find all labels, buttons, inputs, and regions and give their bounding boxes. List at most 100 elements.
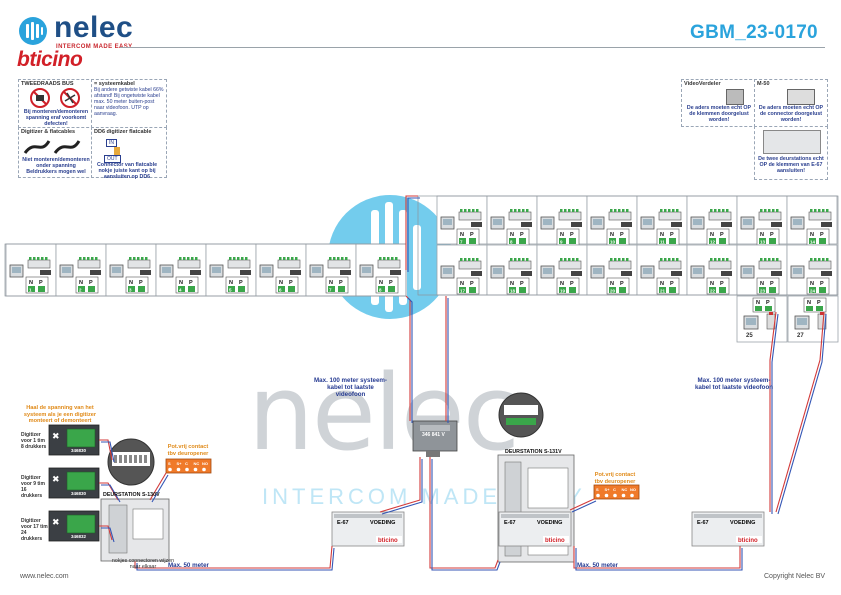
right-top-unit-2-n-label: N: [510, 232, 514, 238]
right-bottom-unit-1-connector: [458, 260, 482, 270]
right-top-unit-6-jumper: [721, 222, 732, 227]
left-unit-2-p-term: [88, 286, 95, 292]
right-top-unit-6-pin: [710, 209, 713, 212]
digitizer-2-code: 346830: [71, 491, 87, 496]
right-top-unit-8-number: 14: [810, 240, 816, 245]
right-bottom-unit-2-pin: [522, 258, 525, 261]
right-top-unit-6-n-label: N: [710, 232, 714, 238]
right-bottom-unit-3-connector: [558, 260, 582, 270]
right-top-unit-8-pin: [810, 209, 813, 212]
wire-relay2-ds2-blue: [571, 500, 597, 513]
digitizer3-label: Digitizer voor 17 tim 24 drukkers: [21, 518, 48, 542]
right-top-unit-6-p-term: [719, 238, 726, 244]
right-block-frame: [417, 195, 839, 296]
psu2-model: E-67: [504, 520, 516, 526]
right-bottom-unit-3-pin: [576, 258, 579, 261]
right-top-unit-6-number: 12: [710, 240, 716, 245]
left-unit-2-n-label: N: [79, 280, 83, 286]
left-unit-8-number: 8: [379, 288, 382, 293]
right-bottom-unit-1-number: 17: [460, 289, 466, 294]
wire-left-to-right-blue: [407, 197, 420, 272]
right-top-unit-7-pin: [760, 209, 763, 212]
left-unit-4-number: 4: [179, 288, 182, 293]
left-unit-7-pin: [337, 257, 340, 260]
relay-1-screw: [185, 467, 189, 472]
relay-2-screw: [613, 493, 617, 498]
wire-digitizer2-red: [99, 482, 119, 501]
right-top-unit-4-n-label: N: [610, 232, 614, 238]
left-unit-1-number: 1: [29, 288, 32, 293]
psu-mini: [763, 130, 821, 154]
wire-ds1-psu1-red: [134, 545, 333, 569]
right-bottom-unit-5-jumper: [671, 271, 682, 276]
doorstation-1-panel: [108, 504, 128, 554]
wire-ds1-psu1-blue: [136, 547, 335, 571]
right-top-unit-4-n-term: [609, 238, 616, 244]
relay-1-terminal-NO: NO: [202, 461, 208, 466]
digitizer-2-x-icon: ✖: [52, 475, 60, 485]
left-unit-4-p-term: [188, 286, 195, 292]
doorstation-1-module: [132, 508, 164, 540]
left-unit-3-pin: [137, 257, 140, 260]
right-bottom-unit-1-jumper: [471, 271, 482, 276]
right-bottom-unit-8-p-label: P: [820, 281, 824, 287]
left-unit-8-pin: [383, 257, 386, 260]
right-bottom-unit-1-p-label: P: [470, 281, 474, 287]
right-bottom-unit-3-p-term: [569, 287, 576, 293]
left-unit-4-p-label: P: [189, 280, 193, 286]
left-unit-1-pin: [37, 257, 40, 260]
right-bottom-unit-2-number: 18: [510, 289, 516, 294]
left-unit-2-n-term: [78, 286, 85, 292]
brand-tagline: INTERCOM MADE EASY: [56, 44, 133, 50]
right-bottom-unit-6-pin: [722, 258, 725, 261]
right-bottom-unit-5-n-label: N: [660, 281, 664, 287]
relay-2-screw: [604, 493, 609, 498]
right-bottom-unit-2-connector: [508, 260, 532, 270]
legend-m50-box: M-50 De aders moeten echt OP de connecto…: [754, 79, 828, 127]
left-unit-5-pin: [229, 257, 232, 260]
relay-2-terminal-NO: NO: [630, 487, 636, 492]
footer-copyright: Copyright Nelec BV: [764, 573, 826, 580]
left-unit-1-p-term: [38, 286, 45, 292]
digitizer2-label: Digitizer voor 9 tim 16 drukkers: [21, 475, 45, 499]
digitizer-3-board: [66, 514, 96, 534]
left-unit-7-pin: [329, 257, 332, 260]
right-top-unit-5-n-label: N: [660, 232, 664, 238]
right-bottom-unit-4-screen: [593, 268, 602, 274]
right-bottom-unit-8-pin: [822, 258, 825, 261]
right-bottom-unit-7-connector: [758, 260, 782, 270]
right-top-unit-1-pin: [460, 209, 463, 212]
doorstation2-label: DEURSTATION S-131V: [505, 449, 562, 455]
right-top-unit-7-pin: [776, 209, 779, 212]
right-bottom-unit-8-connector: [808, 260, 832, 270]
right-bottom-unit-1-pin: [460, 258, 463, 261]
right-bottom-unit-6-pin: [714, 258, 717, 261]
left-unit-2-pin: [83, 257, 86, 260]
footer-website[interactable]: www.nelec.com: [20, 573, 69, 580]
left-unit-8-pin: [391, 257, 394, 260]
right-top-unit-8-p-label: P: [820, 232, 824, 238]
right-top-unit-1-p-label: P: [470, 232, 474, 238]
right-top-unit-7-jumper: [771, 222, 782, 227]
left-unit-6-p-term: [288, 286, 295, 292]
right-bottom-unit-4-number: 20: [610, 289, 616, 294]
right-bottom-unit-4-p-label: P: [620, 281, 624, 287]
dd6-flatcable: [114, 147, 120, 155]
right-top-unit-7-p-term: [769, 238, 776, 244]
legend-m50-title: M-50: [757, 81, 770, 87]
right-top-unit-4-jumper: [621, 222, 632, 227]
digitizer-1-board: [66, 428, 96, 448]
brand-name: nelec: [54, 11, 134, 44]
right-bottom-unit-6-connector: [708, 260, 732, 270]
right-top-unit-4-connector: [608, 211, 632, 221]
distributor-foot: [426, 451, 440, 457]
wire-distributor-left-red: [405, 295, 411, 421]
legend-cable-title: = systeemkabel: [94, 81, 135, 87]
psu-2-top: [501, 514, 569, 518]
wire-digitizer2-blue: [101, 484, 121, 503]
right-bottom-unit-1-pin: [468, 258, 471, 261]
right-top-unit-1-screen: [443, 219, 452, 225]
left-unit-4-jumper: [190, 270, 201, 275]
relay-2-terminal-NC: NC: [622, 487, 628, 492]
left-unit-2-connector: [77, 259, 101, 269]
